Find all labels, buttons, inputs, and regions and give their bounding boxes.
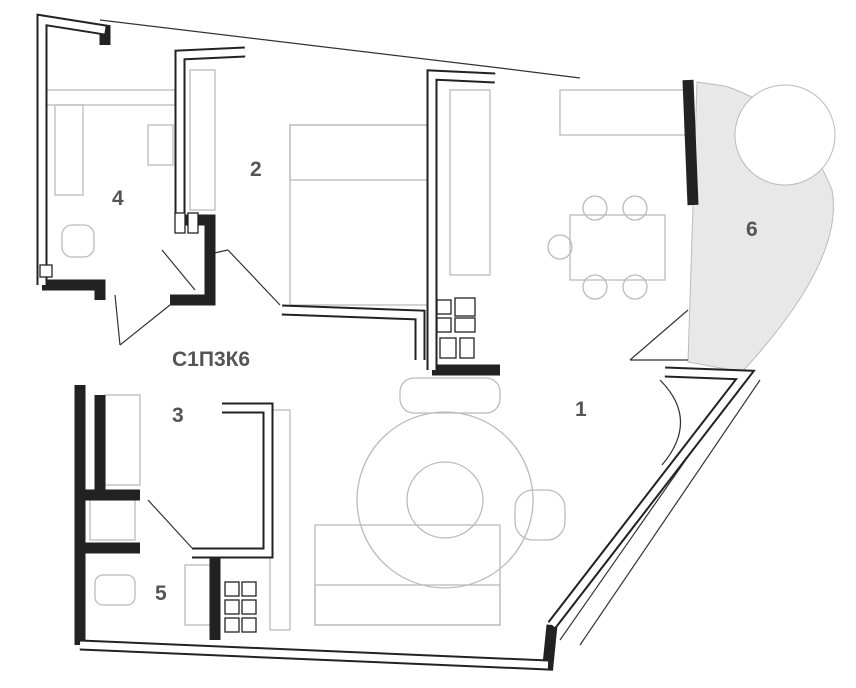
- walls: [36, 13, 756, 671]
- apartment-code: С1П3К6: [172, 348, 251, 371]
- furniture: [44, 69, 686, 631]
- room-label-3: 3: [172, 404, 184, 427]
- room-label-5: 5: [155, 582, 167, 605]
- room-label-1: 1: [575, 398, 587, 421]
- plant-icon: [734, 84, 836, 186]
- appliances: [39, 212, 476, 633]
- room-label-6: 6: [746, 218, 758, 241]
- room-label-2: 2: [250, 158, 262, 181]
- doors: [114, 249, 689, 549]
- room-label-4: 4: [112, 187, 124, 210]
